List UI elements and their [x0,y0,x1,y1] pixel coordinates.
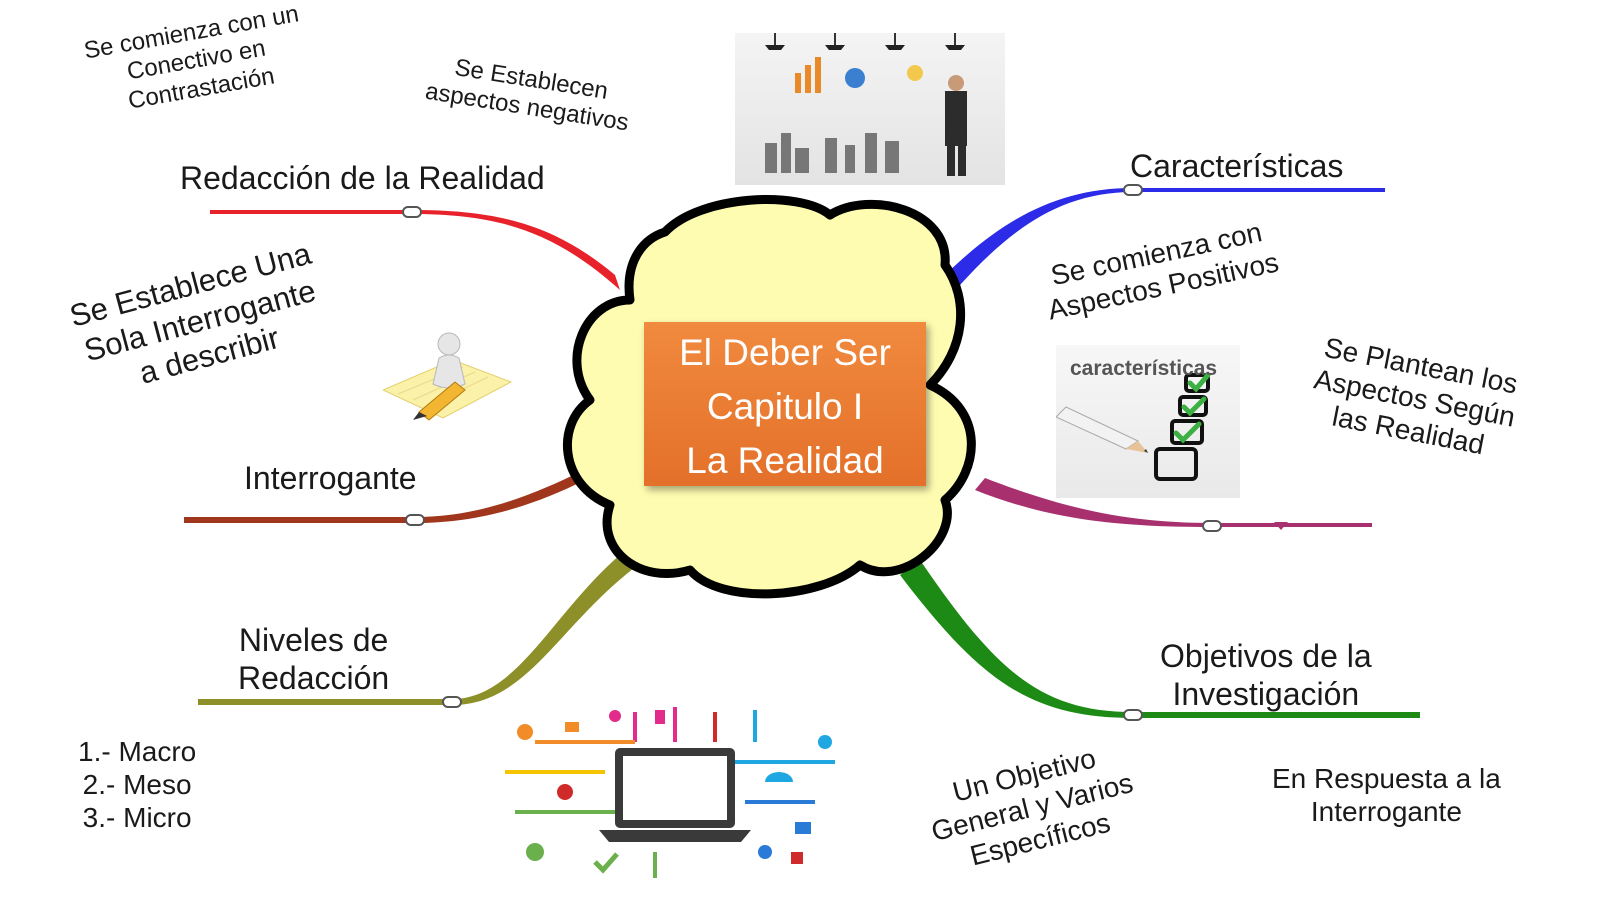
central-title-line3: La Realidad [686,440,884,482]
branch-title-niveles[interactable]: Niveles de Redacción [238,622,389,698]
branch-title-objetivos-line2: Investigación [1172,675,1360,712]
central-title-line1: El Deber Ser [679,332,891,373]
branch-redaccion [210,206,620,290]
branch-interrogante [184,472,585,526]
branch-title-objetivos-line1: Objetivos de la [1160,638,1372,674]
branch-title-redaccion[interactable]: Redacción de la Realidad [180,160,545,196]
branch-plantean [975,478,1372,532]
note-niveles-micro: 3.- Micro [82,802,192,834]
central-title-line2: Capitulo I [706,386,864,428]
note-niveles-meso: 2.- Meso [82,769,192,801]
checklist-icon [1056,372,1211,481]
laptop-network-icons [505,707,835,878]
note-niveles-list: 1.- Macro 2.- Meso 3.- Micro [78,735,196,834]
tech-network-image [495,702,855,884]
branch-title-niveles-line2: Redacción [238,659,390,696]
branch-title-niveles-line1: Niveles de [238,622,389,658]
note-respuesta-line2: Interrogante [1310,796,1462,828]
figure-with-pencil-icon [383,332,513,421]
branch-niveles [198,545,645,708]
checklist-image: características [1056,345,1240,498]
pencil-figure-image [383,330,513,422]
note-respuesta: En Respuesta a la Interrogante [1272,762,1501,828]
note-niveles-macro: 1.- Macro [78,736,197,767]
branch-title-interrogante[interactable]: Interrogante [244,460,417,496]
businessman-drawing-charts-icon [765,33,967,176]
branch-title-objetivos[interactable]: Objetivos de la Investigación [1160,638,1372,714]
central-topic-box[interactable]: El Deber Ser Capitulo I La Realidad [644,322,926,486]
business-image [735,33,1005,185]
checklist-caption: características [1070,357,1218,380]
branch-objetivos [900,560,1420,721]
note-respuesta-line1: En Respuesta a la [1272,763,1501,794]
branch-title-caracteristicas[interactable]: Características [1130,148,1344,184]
branch-caracteristicas [945,184,1385,285]
